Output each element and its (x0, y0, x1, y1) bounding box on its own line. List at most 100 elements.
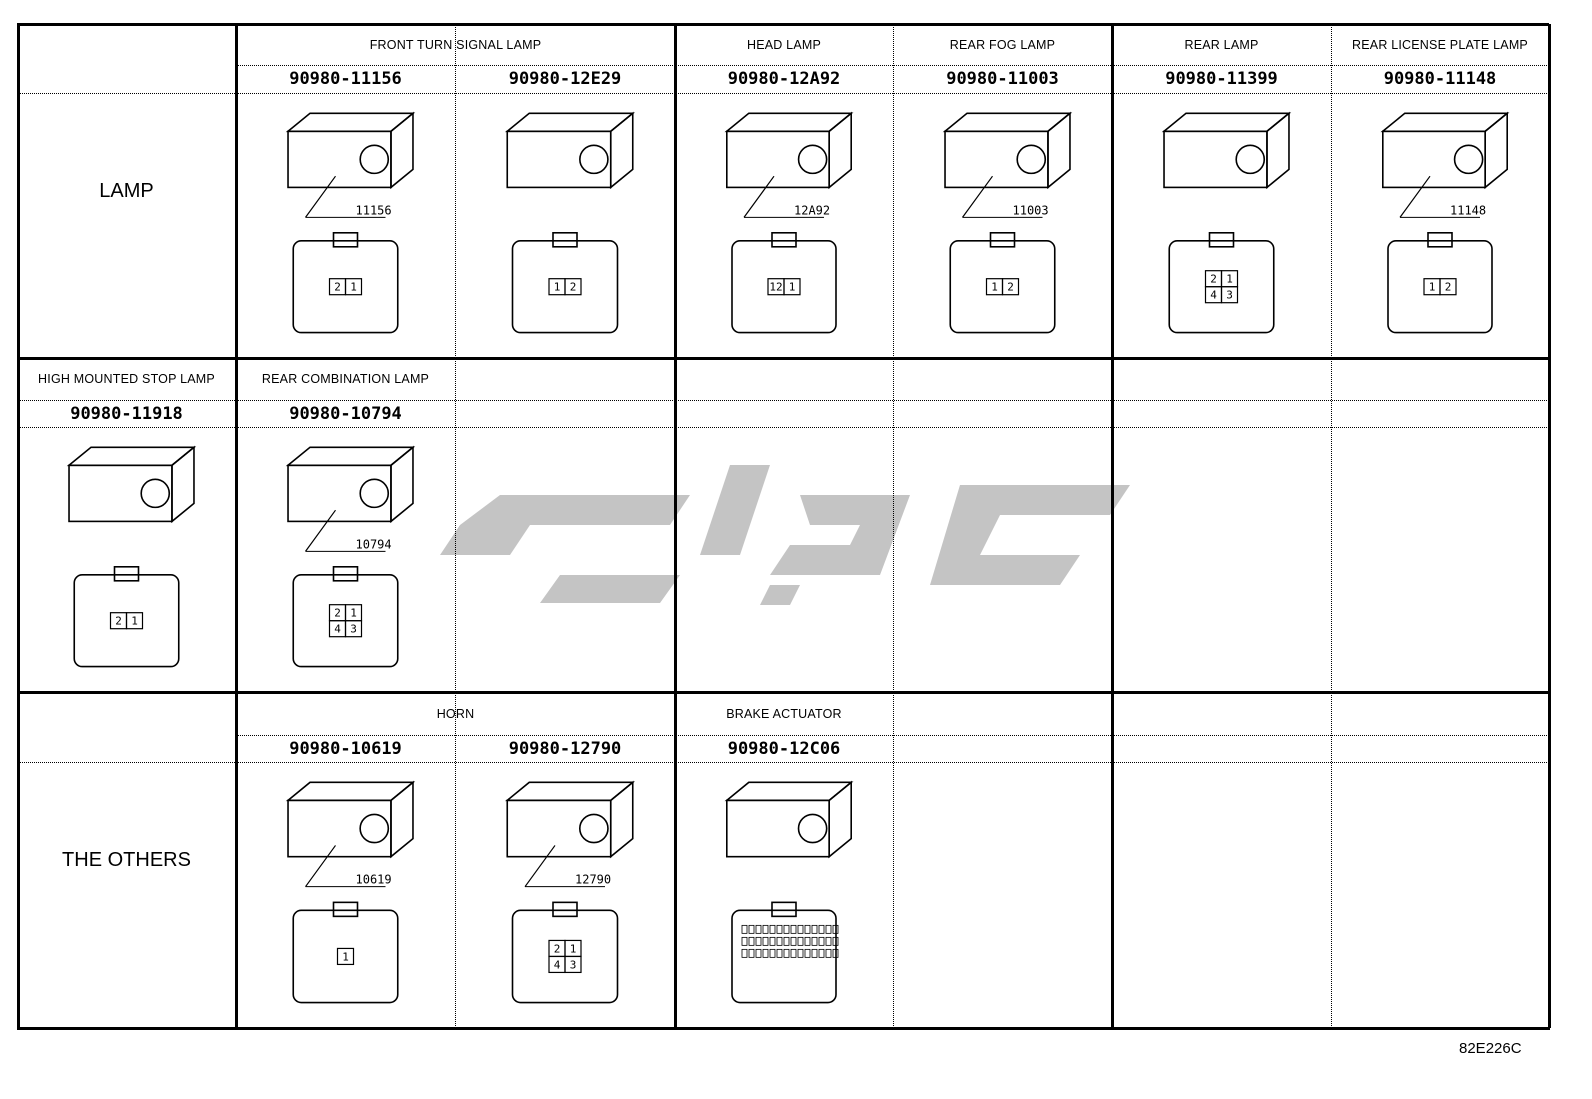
pin-number: 2 (334, 607, 341, 620)
pin-number: 1 (991, 281, 998, 294)
row-divider (17, 93, 1549, 94)
column-divider (893, 692, 894, 1028)
column-divider (893, 358, 894, 692)
pin-number: 2 (554, 942, 561, 955)
section-label: THE OTHERS (62, 848, 191, 871)
section-label: LAMP (99, 179, 154, 202)
pin-number: 1 (342, 950, 349, 963)
connector-body-view (724, 780, 854, 859)
row-divider (236, 735, 1549, 736)
pin-number: 3 (570, 958, 577, 971)
part-number: 90980-11003 (946, 69, 1059, 89)
part-number: 90980-10619 (289, 738, 402, 759)
pin-number: 1 (570, 942, 577, 955)
row-divider (17, 427, 1549, 428)
column-divider (1331, 692, 1332, 1028)
pin-number: 2 (334, 281, 341, 294)
section-divider (17, 23, 1549, 26)
group-title: REAR FOG LAMP (949, 37, 1056, 52)
part-number: 90980-12E29 (508, 69, 622, 89)
part-number: 90980-12C06 (727, 738, 841, 759)
group-title: HEAD LAMP (746, 37, 822, 52)
group-title: REAR LICENSE PLATE LAMP (1352, 37, 1528, 52)
connector-drawing: 10619 1 (285, 780, 416, 1004)
row-divider (236, 65, 1549, 66)
row-divider (17, 762, 1549, 763)
connector-body-view: 11003 (942, 111, 1073, 218)
pin-number: 1 (1429, 281, 1436, 294)
connector-body-view: 10794 (285, 445, 416, 552)
part-callout: 12790 (575, 873, 611, 887)
connector-face-view: 1 (292, 901, 399, 1004)
column-divider (455, 692, 456, 1028)
part-number: 90980-12790 (508, 738, 622, 759)
column-border (235, 24, 238, 358)
pin-number: 3 (1226, 289, 1233, 302)
pin-number: 4 (334, 623, 341, 636)
column-border (674, 358, 677, 692)
column-border (1111, 24, 1114, 1028)
table-border-left (17, 24, 20, 1028)
column-border (235, 692, 238, 1028)
table-border-bottom (17, 1027, 1550, 1030)
pin-number: 2 (1210, 273, 1217, 286)
column-divider (1331, 358, 1332, 692)
column-divider (1331, 24, 1332, 358)
column-border (674, 692, 677, 1028)
section-divider (17, 691, 1549, 694)
part-number: 90980-10794 (289, 403, 402, 424)
connector-body-view (66, 445, 197, 524)
group-title: REAR COMBINATION LAMP (261, 372, 430, 386)
connector-body-view: 12790 (505, 780, 635, 888)
connector-body-view: 10619 (285, 780, 416, 888)
connector-face-view (731, 901, 839, 1004)
figure-code: 82E226C (1459, 1040, 1522, 1057)
pin-number: 3 (350, 623, 357, 636)
part-callout: 12A92 (794, 203, 830, 217)
group-title: HIGH MOUNTED STOP LAMP (38, 372, 215, 386)
pin-number: 12 (769, 281, 782, 294)
group-title: BRAKE ACTUATOR (726, 706, 842, 721)
column-divider (893, 24, 894, 358)
part-number: 90980-11156 (289, 69, 402, 89)
connector-body-view: 11148 (1380, 111, 1510, 218)
connector-body-view (1161, 111, 1292, 190)
pin-number: 1 (789, 281, 796, 294)
pin-number: 1 (1226, 273, 1233, 286)
table-border-right (1548, 24, 1551, 1028)
pin-number: 1 (350, 281, 357, 294)
column-divider (455, 24, 456, 358)
column-divider (455, 358, 456, 692)
connector-drawing: 12A92 12 1 (724, 111, 854, 334)
part-callout: 10794 (356, 537, 392, 551)
pin-number: 2 (115, 615, 122, 628)
connector-body-view: 11156 (285, 111, 416, 218)
part-number: 90980-11399 (1165, 69, 1278, 89)
column-border (674, 24, 677, 358)
pin-number: 1 (554, 281, 561, 294)
part-number: 90980-11918 (70, 403, 183, 424)
pin-number: 1 (131, 615, 138, 628)
connector-drawing (724, 780, 854, 1004)
part-callout: 10619 (356, 873, 392, 887)
pin-number: 1 (350, 607, 357, 620)
pin-number: 4 (554, 958, 561, 971)
connector-body-view: 12A92 (724, 111, 854, 218)
column-border (235, 358, 238, 692)
part-number: 90980-11148 (1383, 69, 1497, 89)
connector-body-view (505, 111, 635, 190)
